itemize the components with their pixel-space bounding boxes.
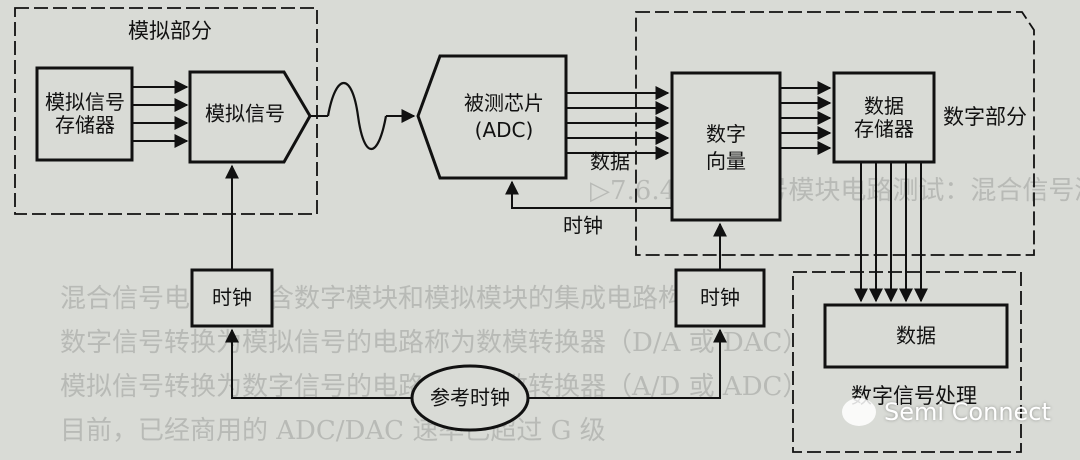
analog-storage-box xyxy=(35,66,134,162)
dsp-data-label: 数据 xyxy=(896,323,936,348)
dsp-data-box xyxy=(823,303,1009,369)
sine-wave xyxy=(326,82,388,150)
analog-storage-label-line2: 存储器 xyxy=(55,113,115,137)
chip-label: 被测芯片 (ADC) xyxy=(464,92,544,142)
chip-clock-label: 时钟 xyxy=(563,213,603,238)
data-storage-label-line1: 数据 xyxy=(864,94,904,118)
analog-clock-label: 时钟 xyxy=(212,285,252,310)
analog-section-border xyxy=(14,7,318,215)
digital-section-border xyxy=(635,11,1035,256)
digital-section-title: 数字部分 xyxy=(943,104,1027,129)
reference-clock-label: 参考时钟 xyxy=(430,385,510,410)
data-storage-box xyxy=(832,71,936,164)
chip-label-line2: (ADC) xyxy=(474,118,534,142)
digital-vector-label: 数字 向量 xyxy=(706,123,746,173)
chip-label-line1: 被测芯片 xyxy=(464,91,544,115)
data-storage-label-line2: 存储器 xyxy=(854,117,914,141)
analog-section-title: 模拟部分 xyxy=(128,18,212,43)
chip-data-label: 数据 xyxy=(590,149,630,174)
digital-vector-box xyxy=(670,71,782,222)
analog-storage-label: 模拟信号 存储器 xyxy=(45,91,125,137)
background-page-text: 目前，已经商用的 ADC/DAC 速率已超过 G 级 xyxy=(60,416,606,446)
digital-vector-label-line1: 数字 xyxy=(706,122,746,146)
background-page-text: 混合信号电路由包含数字模块和模拟模块的集成电路构成 xyxy=(60,284,711,314)
analog-storage-label-line1: 模拟信号 xyxy=(45,90,125,114)
analog-signal-block xyxy=(188,70,312,164)
watermark-text: Semi Connect xyxy=(884,398,1051,426)
background-page-text: 数字信号转换为模拟信号的电路称为数模转换器（D/A 或 DAC） xyxy=(60,328,809,358)
chip-block xyxy=(416,54,568,180)
data-storage-label: 数据 存储器 xyxy=(854,95,914,141)
digital-vector-label-line2: 向量 xyxy=(706,149,746,173)
digital-clock-label: 时钟 xyxy=(700,285,740,310)
analog-signal-label: 模拟信号 xyxy=(205,101,285,126)
analog-clock-box xyxy=(190,268,274,328)
semi-connect-watermark: Semi Connect xyxy=(842,398,1051,426)
wechat-logo-icon xyxy=(842,398,876,426)
